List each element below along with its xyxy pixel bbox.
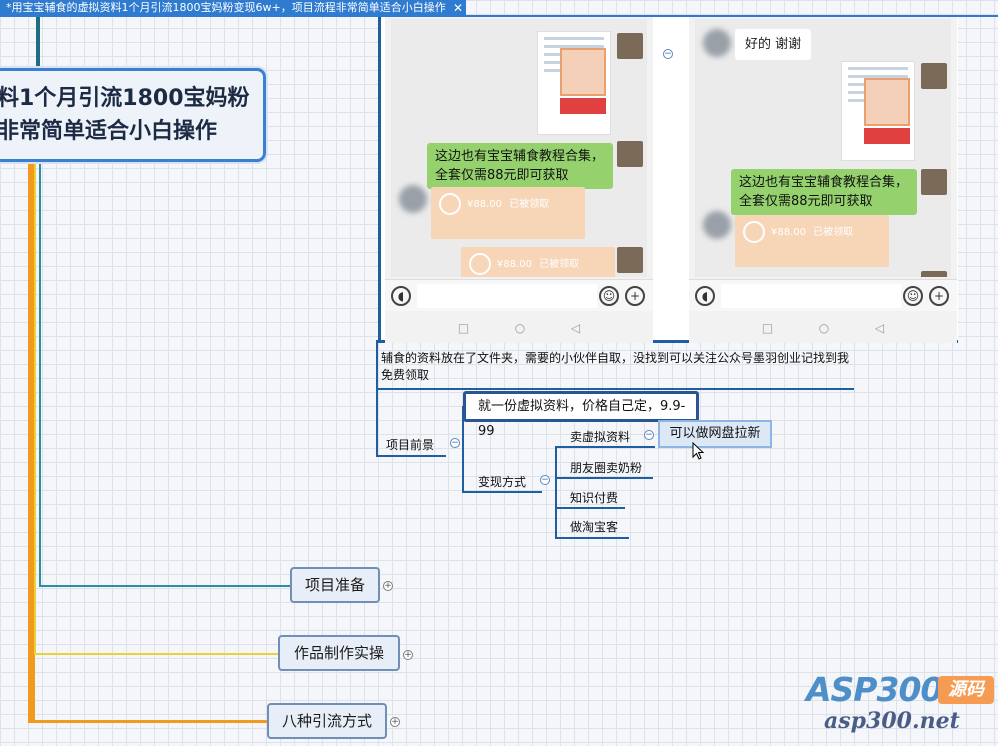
mouse-cursor-icon	[692, 442, 705, 460]
voice-icon[interactable]: ◖	[695, 286, 715, 306]
red-envelope-status: 已被领取	[813, 227, 854, 238]
sell-virtual-underline	[555, 446, 655, 448]
topic-project-prep[interactable]: 项目准备	[290, 567, 380, 603]
phone-screenshot-right: 好的 谢谢 这边也有宝宝辅食教程合集，全套仅需88元即可获取 ¥88.00 已被…	[689, 17, 957, 343]
voice-icon[interactable]: ◖	[391, 286, 411, 306]
collapse-toggle-icon[interactable]: −	[644, 430, 654, 440]
yellow-branch-line	[34, 160, 36, 654]
price-connector	[462, 406, 464, 492]
background-underline	[376, 455, 446, 457]
knowledge-underline	[555, 507, 625, 509]
back-icon: ◁	[570, 321, 581, 335]
topic-taobao[interactable]: 做淘宝客	[570, 520, 619, 534]
message-input[interactable]	[721, 284, 901, 308]
topic-monetize[interactable]: 变现方式	[478, 475, 527, 489]
android-nav-bar: □ ○ ◁	[689, 313, 957, 343]
add-icon[interactable]: +	[625, 286, 645, 306]
yellow-branch-to-production	[34, 653, 279, 655]
root-topic[interactable]: 料1个月引流1800宝妈粉 非常简单适合小白操作	[0, 68, 266, 162]
chat-input-bar: ◖ ☺ +	[689, 279, 957, 311]
avatar	[921, 63, 947, 89]
caption-underline	[378, 388, 854, 390]
topic-wangpan-hovered[interactable]: 可以做网盘拉新	[658, 420, 772, 448]
expand-toggle-icon[interactable]: +	[390, 717, 400, 727]
square-icon: □	[457, 321, 470, 335]
teal-trunk-line	[36, 17, 40, 69]
chat-area-left: 这边也有宝宝辅食教程合集，全套仅需88元即可获取 ¥88.00 已被领取 ¥88…	[391, 19, 647, 277]
collapse-toggle-icon[interactable]: −	[540, 475, 550, 485]
back-icon: ◁	[874, 321, 885, 335]
orange-branch-to-eight	[28, 720, 268, 723]
tab-title: *用宝宝辅食的虚拟资料1个月引流1800宝妈粉变现6w+，项目流程非常简单适合小…	[6, 1, 446, 14]
avatar-blurred	[399, 185, 427, 213]
topic-eight-methods[interactable]: 八种引流方式	[267, 703, 387, 739]
avatar-blurred	[703, 211, 731, 239]
tab-underline	[0, 15, 998, 17]
teal-branch-line	[39, 160, 41, 586]
avatar	[617, 33, 643, 59]
topic-background[interactable]: 项目前景	[386, 438, 435, 452]
circle-icon: ○	[514, 321, 526, 335]
avatar	[921, 169, 947, 195]
red-envelope-amount: ¥88.00	[497, 259, 532, 270]
avatar	[921, 271, 947, 277]
monetize-underline	[462, 491, 542, 493]
red-envelope-status: 已被领取	[509, 199, 550, 210]
chat-bubble-sent: 这边也有宝宝辅食教程合集，全套仅需88元即可获取	[427, 143, 613, 189]
avatar	[617, 141, 643, 167]
watermark-url: asp300.net	[824, 708, 960, 734]
red-envelope-amount: ¥88.00	[771, 227, 806, 238]
expand-toggle-icon[interactable]: +	[383, 581, 393, 591]
emoji-icon[interactable]: ☺	[903, 286, 923, 306]
chat-bubble-sent: 这边也有宝宝辅食教程合集，全套仅需88元即可获取	[731, 169, 917, 215]
circle-icon: ○	[818, 321, 830, 335]
background-connector	[376, 340, 378, 456]
message-input[interactable]	[417, 284, 597, 308]
topic-knowledge[interactable]: 知识付费	[570, 491, 619, 505]
root-topic-line1: 料1个月引流1800宝妈粉	[0, 86, 250, 111]
red-envelope-status: 已被领取	[539, 259, 580, 270]
red-envelope-card: ¥88.00 已被领取	[431, 187, 585, 239]
orange-trunk-line	[28, 160, 35, 722]
topic-moments[interactable]: 朋友圈卖奶粉	[570, 461, 643, 475]
chat-input-bar: ◖ ☺ +	[385, 279, 653, 311]
topic-sell-virtual[interactable]: 卖虚拟资料	[570, 430, 631, 444]
shared-image-card	[537, 31, 611, 135]
square-icon: □	[761, 321, 774, 335]
emoji-icon[interactable]: ☺	[599, 286, 619, 306]
red-envelope-card: ¥88.00 已被领取	[735, 215, 889, 267]
document-tab[interactable]: *用宝宝辅食的虚拟资料1个月引流1800宝妈粉变现6w+，项目流程非常简单适合小…	[0, 0, 466, 16]
topic-production[interactable]: 作品制作实操	[278, 635, 400, 671]
watermark-tag: 源码	[938, 676, 994, 704]
close-icon[interactable]: ✕	[452, 1, 464, 15]
collapse-toggle-icon[interactable]: −	[663, 49, 673, 59]
chat-bubble-received: 好的 谢谢	[735, 29, 812, 60]
android-nav-bar: □ ○ ◁	[385, 313, 653, 343]
avatar-blurred	[703, 29, 731, 57]
teal-branch-to-prep	[39, 585, 291, 587]
embedded-chat-screenshot[interactable]: 这边也有宝宝辅食教程合集，全套仅需88元即可获取 ¥88.00 已被领取 ¥88…	[378, 17, 958, 343]
red-envelope-card: ¥88.00 已被领取	[461, 247, 615, 277]
moments-underline	[555, 477, 653, 479]
red-envelope-amount: ¥88.00	[467, 199, 502, 210]
chat-area-right: 好的 谢谢 这边也有宝宝辅食教程合集，全套仅需88元即可获取 ¥88.00 已被…	[695, 19, 951, 277]
phone-screenshot-left: 这边也有宝宝辅食教程合集，全套仅需88元即可获取 ¥88.00 已被领取 ¥88…	[385, 17, 653, 343]
expand-toggle-icon[interactable]: +	[403, 650, 413, 660]
taobao-underline	[555, 537, 629, 539]
monetize-children-connector	[555, 446, 557, 538]
collapse-toggle-icon[interactable]: −	[450, 438, 460, 448]
shared-image-card	[841, 61, 915, 161]
avatar	[617, 247, 643, 273]
add-icon[interactable]: +	[929, 286, 949, 306]
caption-topic[interactable]: 辅食的资料放在了文件夹，需要的小伙伴自取，没找到可以关注公众号墨羽创业记找到我免…	[381, 351, 850, 382]
watermark-brand: ASP300	[806, 670, 943, 709]
root-topic-line2: 非常简单适合小白操作	[0, 119, 218, 144]
topic-price-selected[interactable]: 就一份虚拟资料，价格自己定，9.9-99	[463, 391, 699, 439]
